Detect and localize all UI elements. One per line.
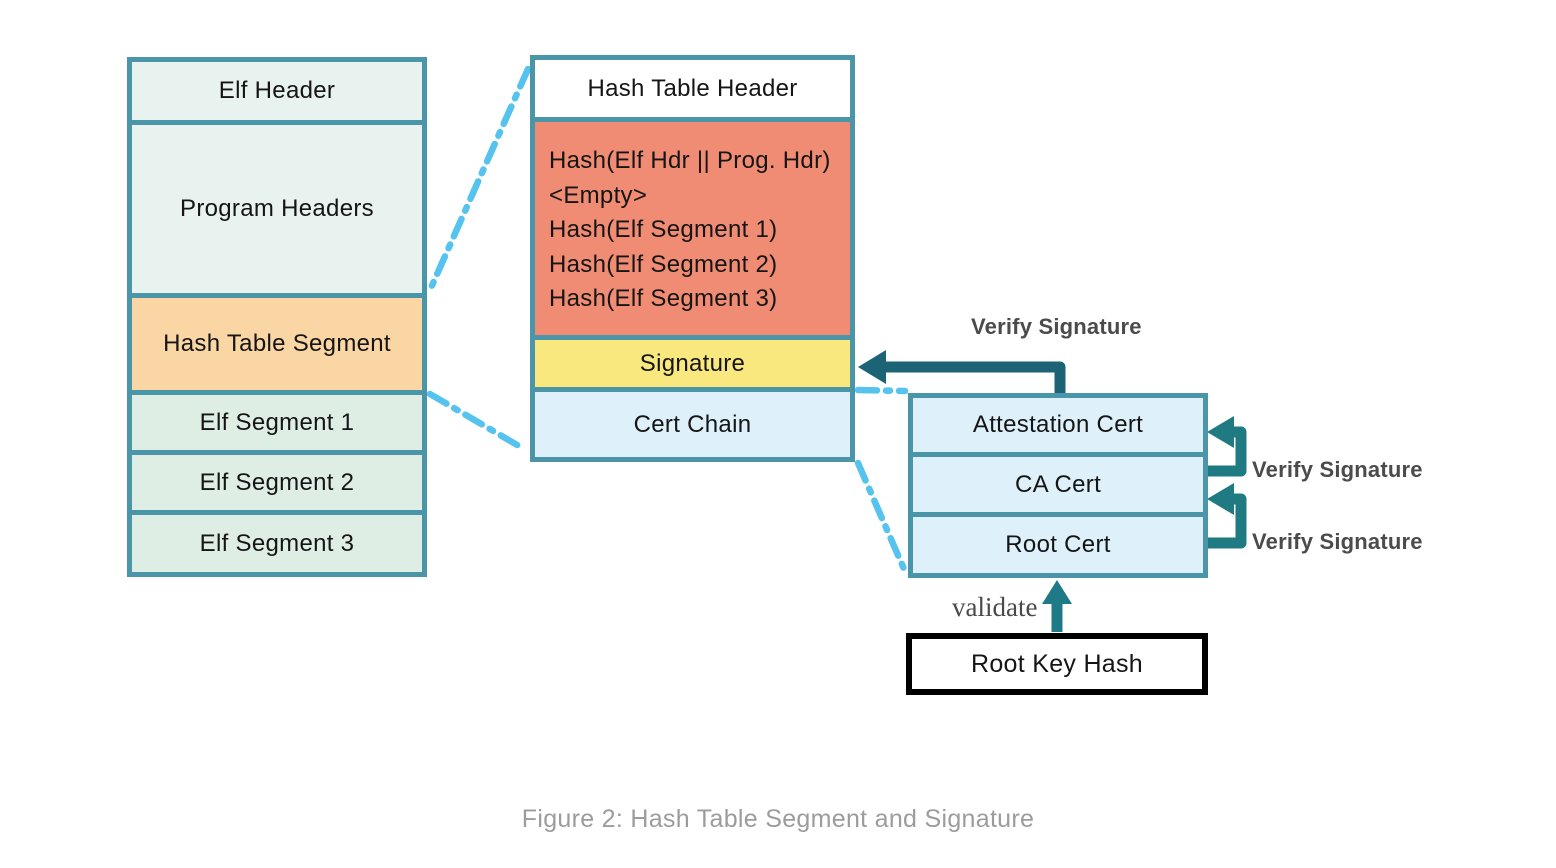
verify-signature-arrow-top [858,350,1066,396]
hash-entry: Hash(Elf Hdr || Prog. Hdr) [549,147,831,174]
cert-chain-row: Cert Chain [535,392,850,457]
hash-entries-row: Hash(Elf Hdr || Prog. Hdr) <Empty> Hash(… [535,122,850,335]
validate-arrow [1042,580,1072,632]
dash-connector-hash-bottom [426,390,528,453]
hash-table-header-row: Hash Table Header [535,60,850,117]
hash-entry: <Empty> [549,181,648,209]
root-cert-row: Root Cert [913,517,1203,573]
hash-entry: Hash(Elf Segment 2) [549,250,778,278]
root-key-hash-box: Root Key Hash [906,633,1208,695]
verify-signature-label-bottom: Verify Signature [1252,529,1423,554]
attestation-cert-row: Attestation Cert [913,398,1203,452]
hash-table-box: Hash Table Header Hash(Elf Hdr || Prog. … [530,55,855,462]
verify-signature-label-mid: Verify Signature [1252,457,1423,482]
verify-signature-arrow-bottom [1199,483,1247,549]
dash-connector-hash-top [426,65,532,294]
ca-cert-row: CA Cert [913,457,1203,512]
verify-signature-arrow-mid [1199,416,1247,477]
signature-row: Signature [535,340,850,387]
elf-segment-2-row: Elf Segment 2 [132,455,422,510]
hash-entry: Hash(Elf Segment 3) [549,285,778,312]
hash-table-segment-row: Hash Table Segment [132,298,422,390]
dash-connector-cert-bottom [854,459,908,573]
validate-label: validate [952,592,1038,622]
elf-segment-3-row: Elf Segment 3 [132,515,422,572]
elf-header-row: Elf Header [132,62,422,120]
elf-file-box: Elf Header Program Headers Hash Table Se… [127,57,427,577]
cert-chain-box: Attestation Cert CA Cert Root Cert [908,393,1208,578]
program-headers-row: Program Headers [132,125,422,293]
verify-signature-label-top: Verify Signature [971,314,1142,339]
figure-caption: Figure 2: Hash Table Segment and Signatu… [521,805,1035,833]
elf-segment-1-row: Elf Segment 1 [132,395,422,450]
dash-connector-cert-top [854,386,909,395]
hash-entry: Hash(Elf Segment 1) [549,216,778,243]
